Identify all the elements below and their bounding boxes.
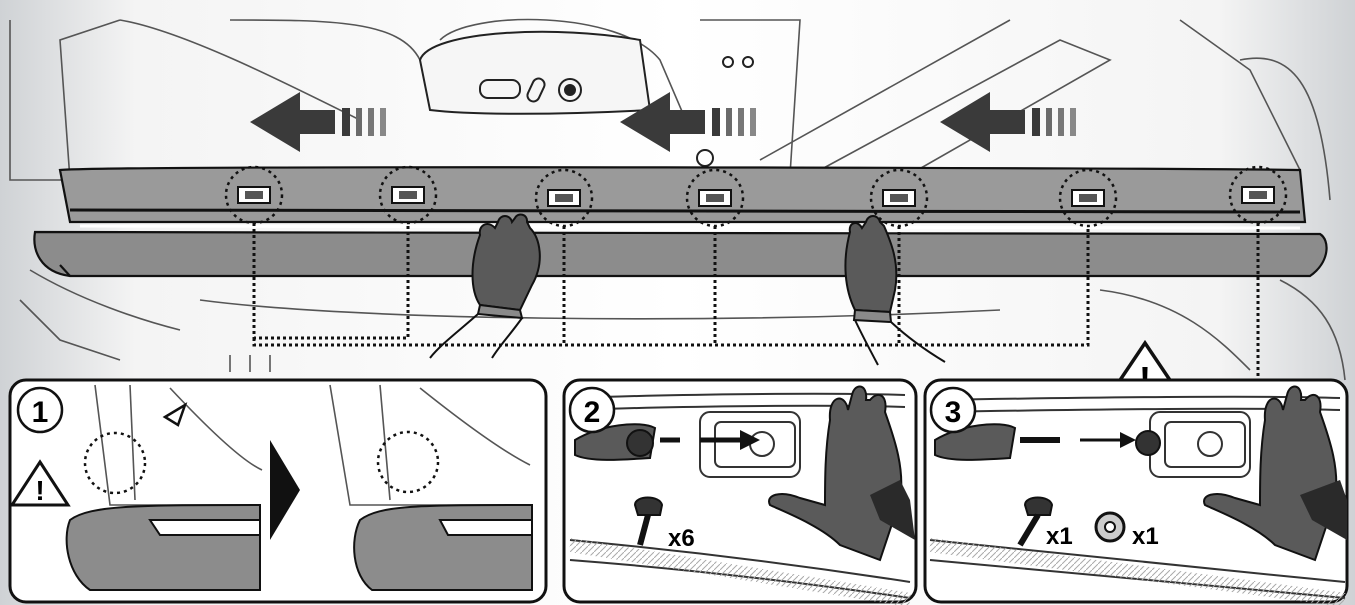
- clip-markers: [224, 165, 1288, 228]
- arrow-left-icon: [620, 92, 756, 152]
- glove-hand-icon: [429, 213, 541, 359]
- screw-icon: [633, 496, 664, 546]
- car-body-outline: [9, 18, 1346, 381]
- leader-lines: [252, 223, 1260, 378]
- clip-icon: [378, 165, 438, 225]
- glove-hand-icon: [1203, 385, 1338, 562]
- direction-arrows: [250, 92, 1076, 152]
- warning-mark-panel-1: !: [35, 475, 44, 506]
- step-3-screw-quantity: x1: [1046, 523, 1073, 550]
- screw-icon: [1017, 496, 1054, 547]
- step-3-washer-quantity: x1: [1132, 523, 1159, 550]
- glove-hand-icon: [844, 215, 946, 366]
- arrow-left-icon: [250, 92, 386, 152]
- seat-controls: [418, 30, 754, 167]
- step-panel-1: ! 1: [8, 378, 548, 604]
- step-panel-3: x1 x1 3: [923, 378, 1349, 605]
- washer-icon: [1094, 511, 1126, 543]
- clip-icon: [1058, 168, 1118, 228]
- play-arrow-icon: [270, 440, 300, 540]
- step-1-number: 1: [32, 396, 49, 429]
- arrow-left-icon: [940, 92, 1076, 152]
- step-2-number: 2: [584, 396, 601, 429]
- warning-icon: !: [9, 459, 71, 507]
- step-2-quantity: x6: [668, 525, 695, 552]
- step-3-number: 3: [945, 396, 962, 429]
- step-panel-2: x6 2: [562, 378, 918, 605]
- door-sill-trim: [33, 166, 1328, 278]
- glove-hand-icon: [768, 385, 903, 562]
